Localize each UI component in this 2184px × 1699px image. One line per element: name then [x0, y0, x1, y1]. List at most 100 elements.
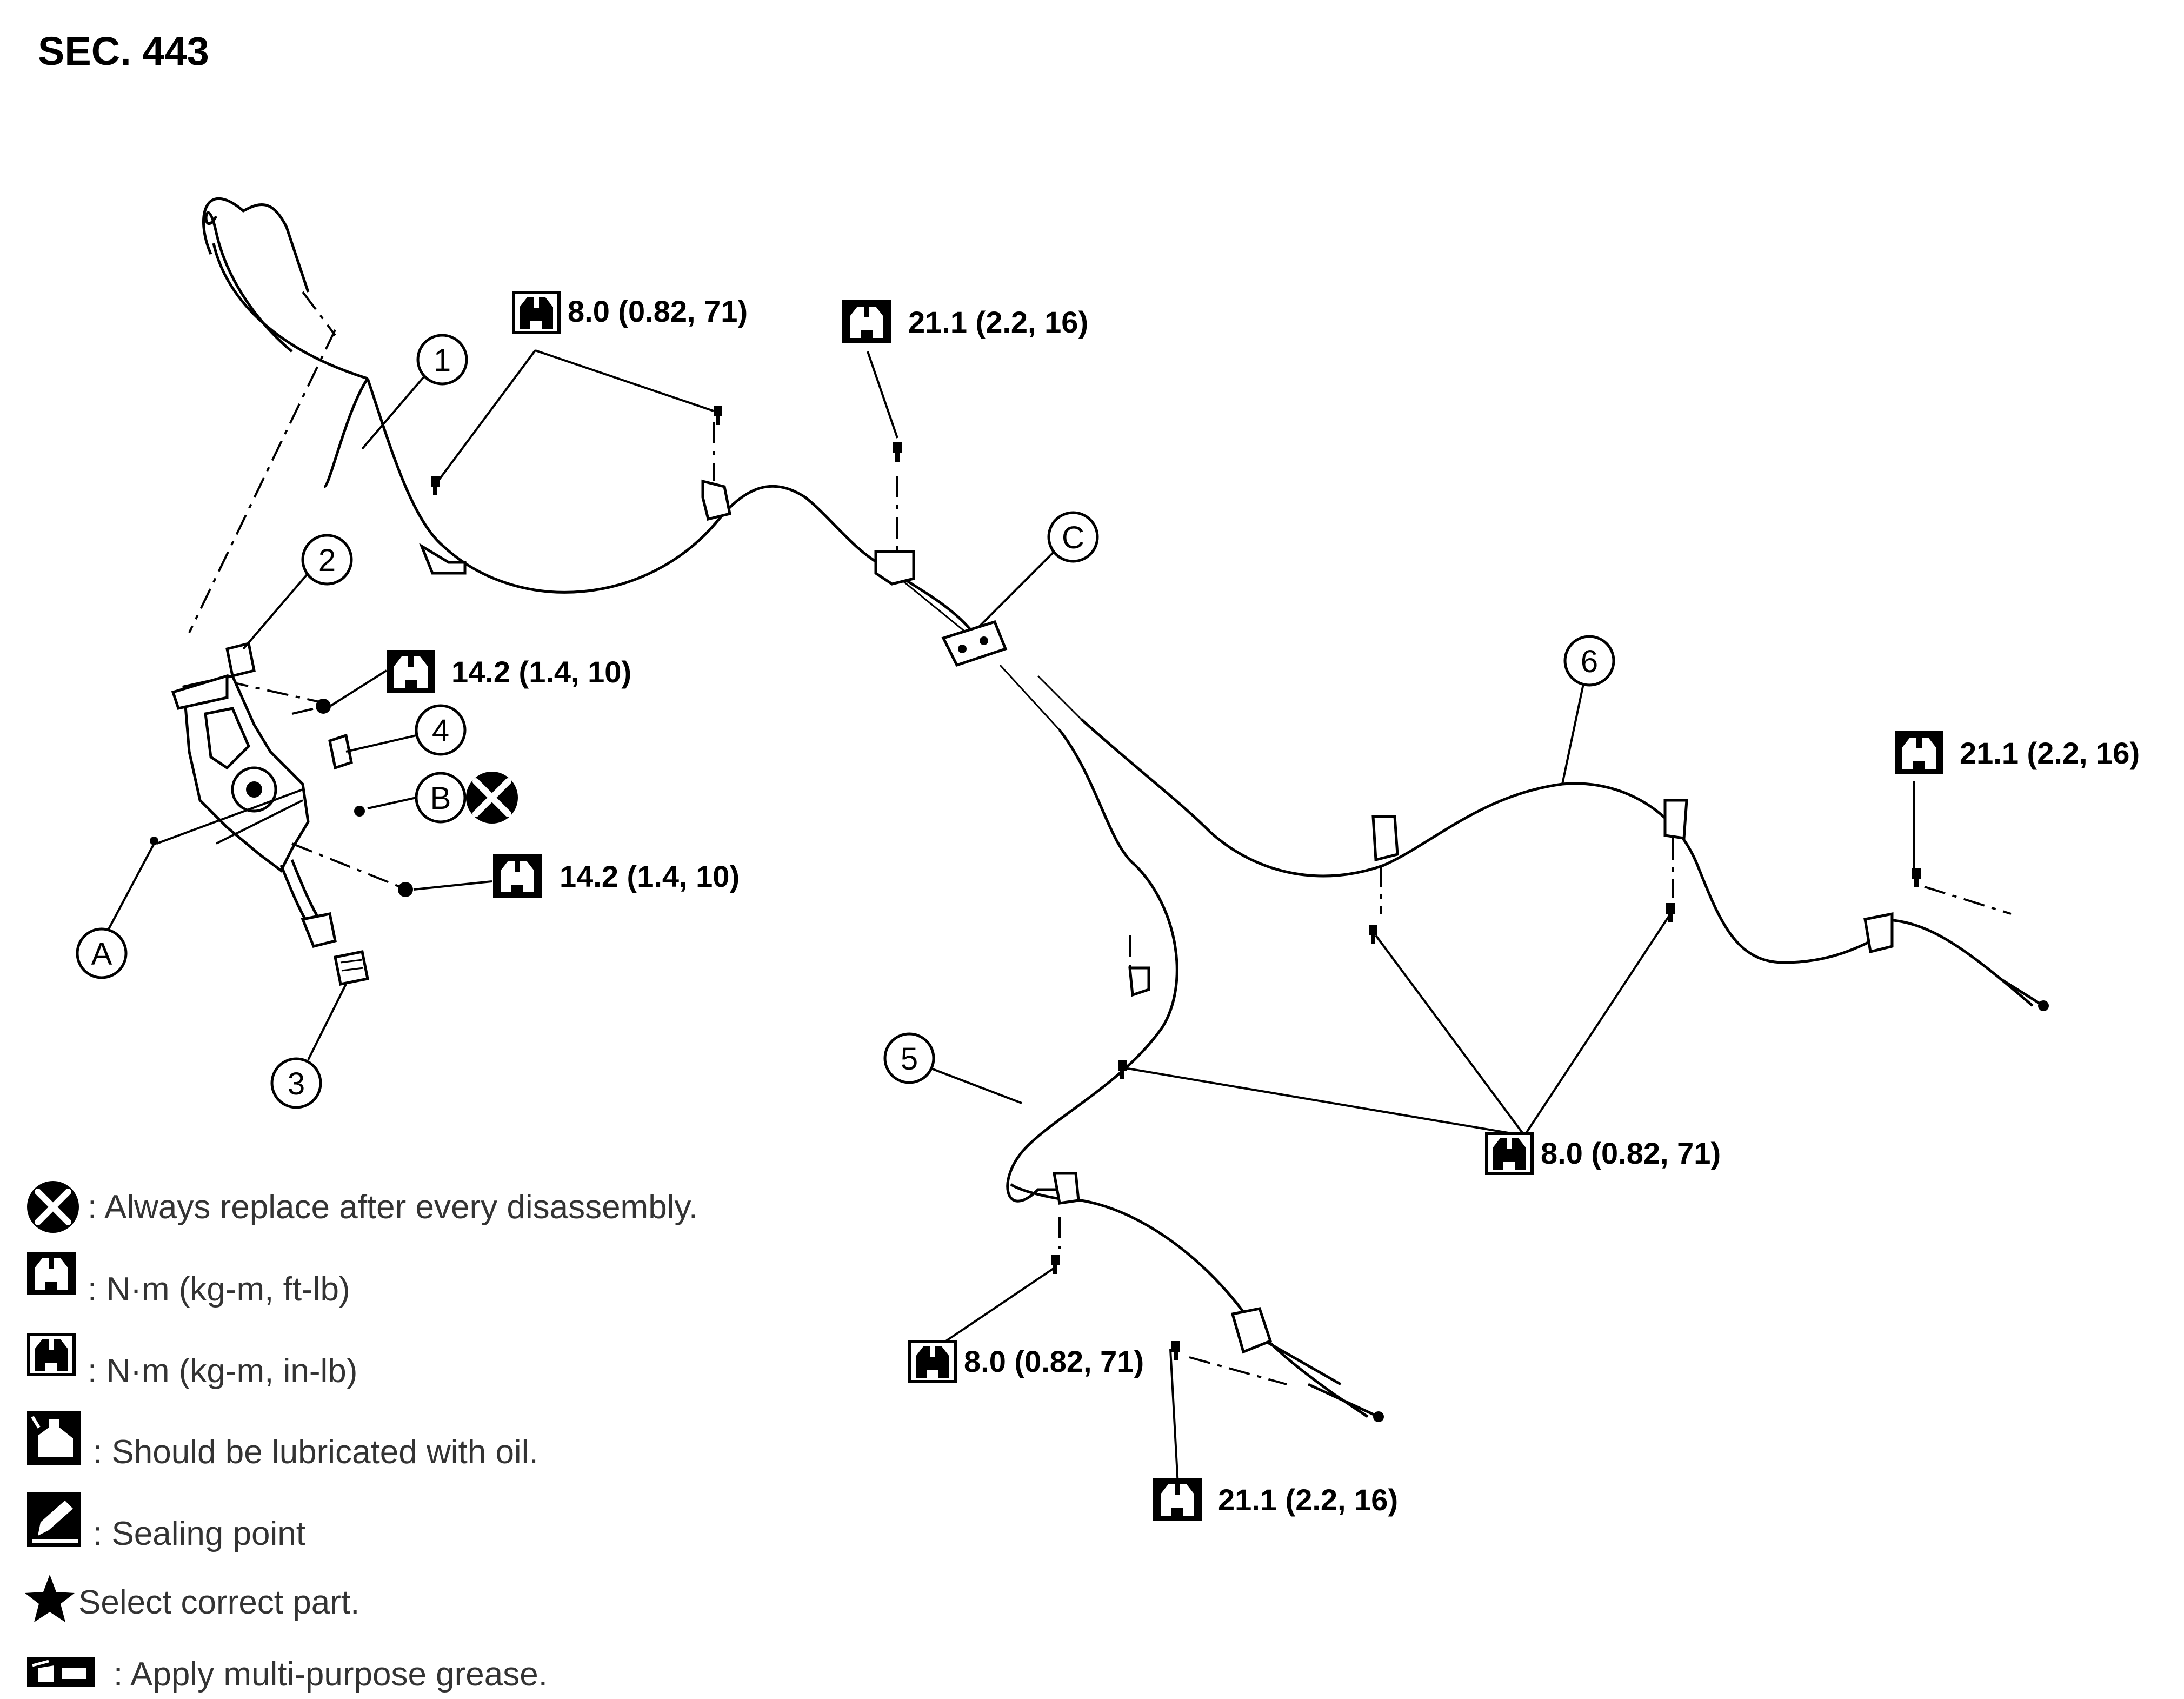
rear-cable-left	[999, 664, 1369, 1418]
bolt-rear-left-upper	[1118, 1060, 1127, 1079]
callout-1-label: 1	[434, 343, 451, 378]
rear-right-cable-end	[1863, 912, 2049, 1011]
torque-wrench-outline-icon	[1153, 1478, 1202, 1521]
legend-oil: : Should be lubricated with oil.	[27, 1411, 538, 1471]
leader-torque-top-inlb	[437, 349, 714, 482]
leader-4	[345, 734, 417, 753]
torque-spec-mid-inlb-value: 8.0 (0.82, 71)	[1541, 1136, 1721, 1170]
pedal-clip	[328, 733, 353, 770]
legend-sealing: : Sealing point	[27, 1492, 305, 1552]
torque-spec-top-inlb-value: 8.0 (0.82, 71)	[568, 294, 748, 328]
legend-oil-text: : Should be lubricated with oil.	[93, 1433, 538, 1471]
callout-a: A	[76, 927, 128, 979]
legend-nm-inlb: : N·m (kg-m, in-lb)	[27, 1333, 357, 1390]
torque-wrench-outline-icon	[27, 1252, 76, 1295]
callout-5: 5	[883, 1032, 935, 1084]
torque-wrench-filled-icon	[512, 291, 561, 334]
torque-spec-bottom-inlb-value: 8.0 (0.82, 71)	[964, 1344, 1144, 1378]
pedal-pad	[334, 950, 369, 986]
callout-c-label: C	[1062, 520, 1084, 555]
cable-bracket-left	[418, 543, 467, 575]
leader-5	[929, 1067, 1022, 1104]
torque-spec-bottom: 21.1 (2.2, 16)	[1153, 1478, 1398, 1521]
torque-spec-bottom-value: 21.1 (2.2, 16)	[1218, 1483, 1398, 1517]
leader-torque-bottom	[1169, 1349, 1180, 1496]
cable-bracket-center	[874, 550, 915, 586]
sealing-pencil-icon	[27, 1492, 81, 1547]
legend-grease-text: : Apply multi-purpose grease.	[114, 1656, 548, 1693]
leader-torque-top-center	[867, 351, 898, 439]
cable-bracket-mid	[701, 479, 731, 521]
torque-spec-top-inlb: 8.0 (0.82, 71)	[512, 291, 748, 334]
point-a	[150, 837, 158, 845]
legend-replace: : Always replace after every disassembly…	[27, 1181, 698, 1233]
legend: : Always replace after every disassembly…	[25, 1181, 698, 1693]
nut-pedal-lower	[398, 882, 413, 897]
leader-torque-bottom-inlb	[929, 1267, 1055, 1353]
torque-wrench-outline-icon	[493, 854, 542, 898]
legend-grease: : Apply multi-purpose grease.	[27, 1656, 548, 1693]
replace-symbol-b	[466, 772, 518, 824]
leader-torque-pedal-lower	[413, 880, 492, 891]
leader-6	[1561, 681, 1585, 785]
callout-4: 4	[415, 704, 467, 756]
callout-6-label: 6	[1581, 644, 1598, 679]
leader-2	[242, 572, 309, 650]
torque-spec-top-center-value: 21.1 (2.2, 16)	[908, 305, 1088, 339]
callout-3-label: 3	[288, 1066, 305, 1101]
parking-brake-pedal-assembly	[156, 674, 337, 948]
torque-spec-pedal-lower-value: 14.2 (1.4, 10)	[560, 859, 740, 893]
callout-b-label: B	[430, 781, 451, 816]
torque-spec-pedal-lower: 14.2 (1.4, 10)	[493, 854, 740, 898]
bolt-rear-right-end	[1912, 868, 1921, 887]
leader-torque-pedal-upper	[330, 669, 388, 707]
legend-replace-text: : Always replace after every disassembly…	[88, 1189, 698, 1226]
bolt-rear-left-lower	[1051, 1255, 1060, 1274]
section-title: SEC. 443	[38, 29, 209, 74]
oil-can-icon	[27, 1411, 81, 1465]
pedal-mount-bracket-upper	[225, 641, 256, 678]
callout-2: 2	[301, 534, 353, 586]
torque-spec-top-center: 21.1 (2.2, 16)	[842, 300, 1088, 343]
rear-left-bracket-upper	[1128, 966, 1150, 997]
leader-1	[361, 372, 428, 450]
rear-left-cable-end	[1230, 1307, 1384, 1422]
leader-3	[307, 984, 347, 1060]
grease-gun-icon	[27, 1657, 95, 1687]
rear-cable-right	[1037, 675, 2034, 1007]
rear-right-bracket-left	[1371, 815, 1399, 862]
torque-wrench-outline-icon	[842, 300, 891, 343]
torque-wrench-filled-icon	[27, 1333, 76, 1376]
leader-c	[977, 550, 1055, 628]
torque-spec-pedal-upper: 14.2 (1.4, 10)	[387, 650, 631, 693]
callout-2-label: 2	[318, 543, 336, 578]
torque-wrench-filled-icon	[1485, 1132, 1534, 1175]
nut-top-center	[893, 442, 902, 462]
legend-nm-inlb-text: : N·m (kg-m, in-lb)	[88, 1352, 357, 1390]
callout-5-label: 5	[901, 1041, 918, 1077]
callout-a-label: A	[91, 937, 112, 972]
legend-sealing-text: : Sealing point	[93, 1515, 305, 1552]
torque-spec-pedal-upper-value: 14.2 (1.4, 10)	[451, 655, 631, 689]
cable-equalizer-connector	[941, 620, 1008, 667]
callout-1: 1	[416, 334, 468, 386]
leader-a	[107, 843, 155, 931]
torque-spec-mid-inlb: 8.0 (0.82, 71)	[1485, 1132, 1721, 1175]
bolt-rear-left-end	[1171, 1341, 1180, 1360]
torque-spec-bottom-inlb: 8.0 (0.82, 71)	[908, 1340, 1144, 1383]
callout-3: 3	[270, 1057, 322, 1109]
bolt-pedal-b	[354, 806, 365, 817]
legend-nm-ftlb: : N·m (kg-m, ft-lb)	[27, 1252, 350, 1308]
callout-4-label: 4	[432, 713, 449, 748]
rear-right-bracket-right	[1663, 799, 1688, 840]
callout-c: C	[1047, 511, 1099, 563]
torque-wrench-outline-icon	[1895, 731, 1943, 774]
rear-left-bracket-lower	[1053, 1172, 1080, 1205]
callout-b: B	[415, 772, 467, 824]
leader-torque-mid-inlb	[1124, 913, 1672, 1137]
torque-wrench-outline-icon	[387, 650, 435, 693]
bolt-top-left	[431, 476, 440, 495]
leader-b	[367, 797, 417, 809]
torque-spec-right: 21.1 (2.2, 16)	[1895, 731, 2140, 774]
torque-wrench-filled-icon	[908, 1340, 957, 1383]
